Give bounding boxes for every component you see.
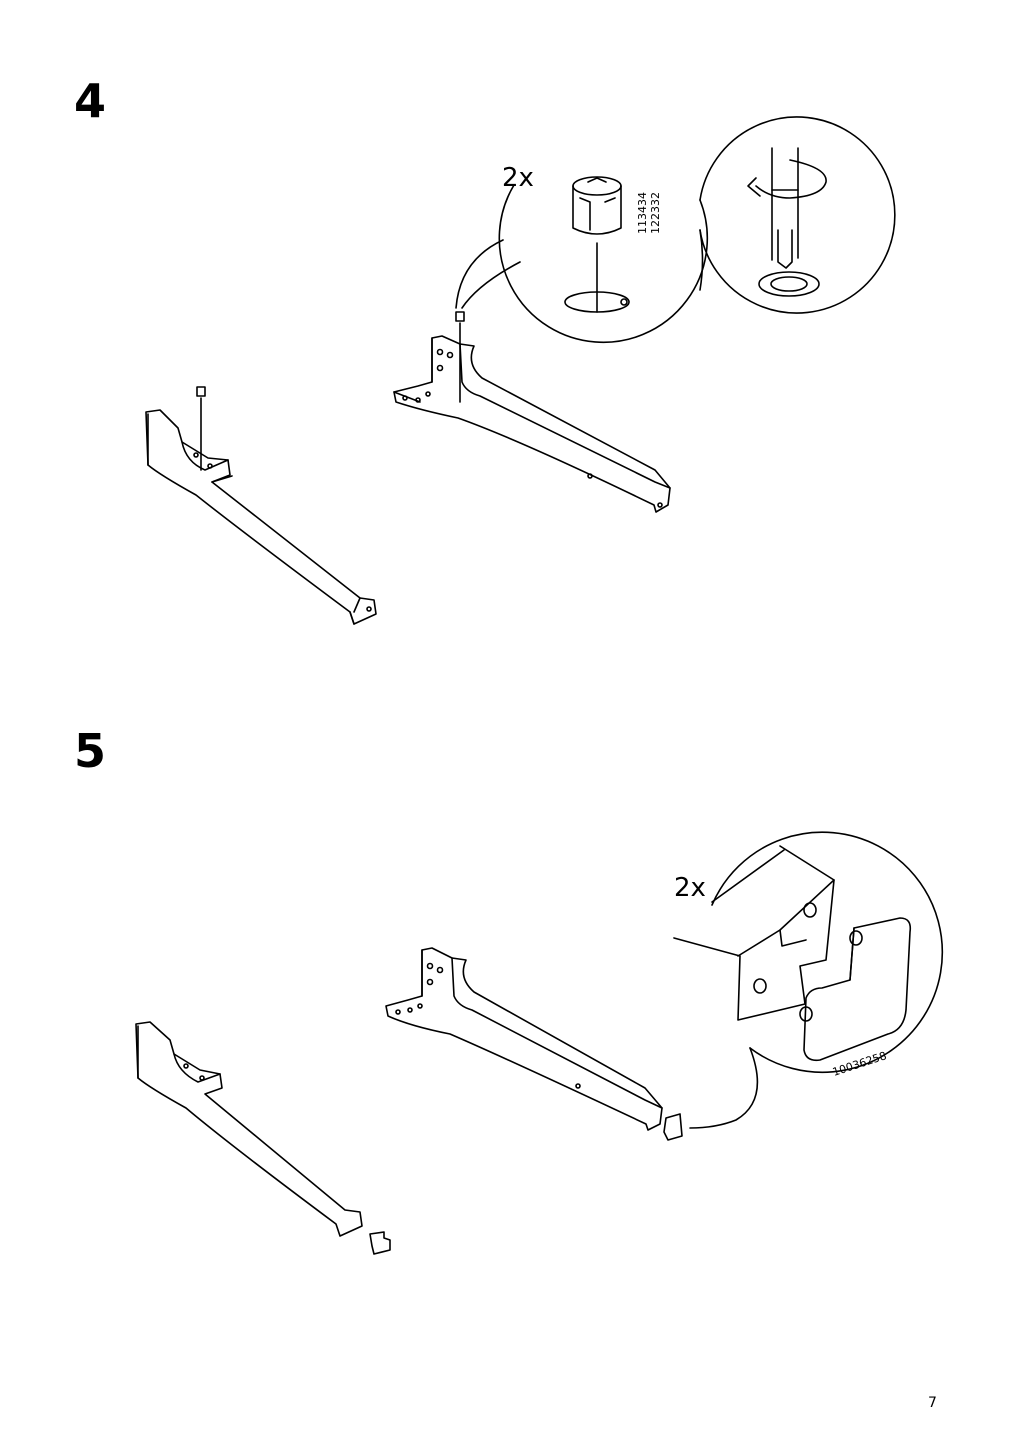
leg-left-step4-icon: [145, 386, 377, 625]
quantity-label: 2x: [502, 163, 534, 193]
screwdriver-callout-icon: [699, 116, 896, 314]
part-code-label: 113434: [636, 192, 649, 234]
end-cap-callout-icon: [673, 831, 944, 1129]
cam-lock-callout-icon: [455, 176, 709, 344]
leg-right-step5-icon: [385, 947, 683, 1141]
leg-left-step5-icon: [135, 1021, 391, 1255]
step-number: 5: [74, 724, 107, 778]
quantity-label: 2x: [674, 873, 706, 903]
part-code-label: 10036258: [831, 1049, 888, 1079]
leg-right-step4-icon: [393, 311, 671, 513]
page-number: 7: [928, 1395, 937, 1411]
step-number: 4: [74, 74, 107, 128]
part-code-label: 122332: [649, 192, 662, 234]
